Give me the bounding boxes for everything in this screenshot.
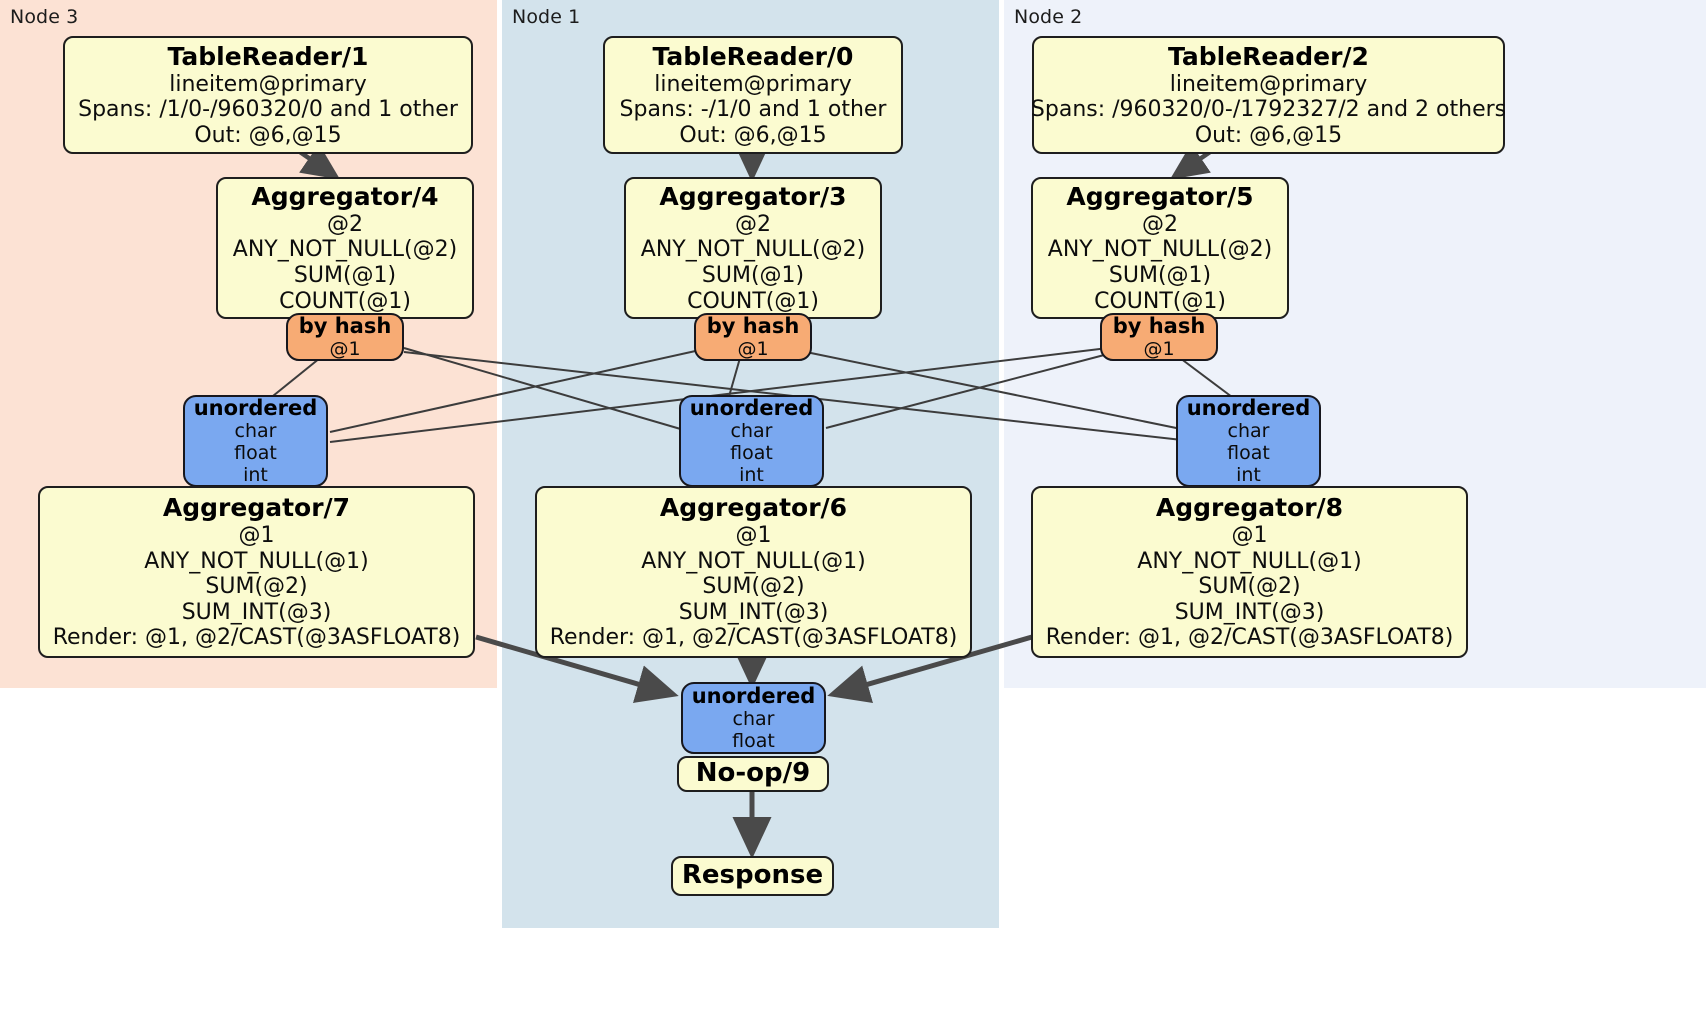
router-detail: float bbox=[732, 730, 775, 753]
processor-aggregator-5[interactable]: Aggregator/5 @2 ANY_NOT_NULL(@2) SUM(@1)… bbox=[1031, 177, 1289, 319]
processor-response[interactable]: Response bbox=[671, 856, 834, 896]
router-detail: char bbox=[730, 420, 773, 443]
processor-detail: Spans: /960320/0-/1792327/2 and 2 others bbox=[1030, 97, 1507, 123]
processor-detail-render: Render: @1, @2/CAST(@3ASFLOAT8) bbox=[549, 625, 958, 651]
processor-detail: ANY_NOT_NULL(@1) bbox=[1137, 548, 1362, 574]
processor-detail: ANY_NOT_NULL(@1) bbox=[144, 548, 369, 574]
processor-tablereader-1[interactable]: TableReader/1 lineitem@primary Spans: /1… bbox=[63, 36, 473, 154]
processor-title: TableReader/0 bbox=[652, 41, 854, 71]
processor-aggregator-3[interactable]: Aggregator/3 @2 ANY_NOT_NULL(@2) SUM(@1)… bbox=[624, 177, 882, 319]
router-unordered-middle[interactable]: unordered char float int bbox=[679, 395, 824, 487]
processor-detail: COUNT(@1) bbox=[279, 288, 411, 314]
router-title: unordered bbox=[193, 395, 318, 420]
processor-aggregator-4[interactable]: Aggregator/4 @2 ANY_NOT_NULL(@2) SUM(@1)… bbox=[216, 177, 474, 319]
processor-detail: COUNT(@1) bbox=[687, 288, 819, 314]
processor-detail: ANY_NOT_NULL(@1) bbox=[641, 548, 866, 574]
processor-detail: SUM_INT(@3) bbox=[678, 599, 829, 625]
processor-detail: lineitem@primary bbox=[169, 71, 367, 97]
router-title: by hash bbox=[298, 313, 392, 338]
router-detail: int bbox=[739, 464, 764, 487]
processor-tablereader-2[interactable]: TableReader/2 lineitem@primary Spans: /9… bbox=[1030, 36, 1507, 154]
router-detail: float bbox=[730, 442, 773, 465]
processor-noop-9[interactable]: No-op/9 bbox=[677, 756, 829, 792]
router-detail: int bbox=[243, 464, 268, 487]
processor-detail: @1 bbox=[238, 523, 275, 549]
processor-title: Aggregator/6 bbox=[659, 493, 848, 523]
processor-detail: Out: @6,@15 bbox=[679, 122, 827, 148]
processor-title: TableReader/2 bbox=[1168, 41, 1369, 71]
router-unordered-final[interactable]: unordered char float bbox=[681, 682, 826, 754]
processor-title: Aggregator/4 bbox=[251, 181, 439, 211]
router-by-hash-middle[interactable]: by hash @1 bbox=[694, 313, 812, 361]
router-unordered-left[interactable]: unordered char float int bbox=[183, 395, 328, 487]
router-by-hash-left[interactable]: by hash @1 bbox=[286, 313, 404, 361]
router-detail: @1 bbox=[329, 338, 361, 361]
processor-detail: SUM_INT(@3) bbox=[181, 599, 332, 625]
router-detail: char bbox=[1227, 420, 1270, 443]
processor-title: Aggregator/8 bbox=[1155, 493, 1344, 523]
processor-detail: @2 bbox=[327, 211, 363, 237]
router-detail: float bbox=[234, 442, 277, 465]
processor-detail: COUNT(@1) bbox=[1094, 288, 1226, 314]
node-panel-label-node2: Node 2 bbox=[1014, 6, 1083, 28]
processor-detail-render: Render: @1, @2/CAST(@3ASFLOAT8) bbox=[1045, 625, 1454, 651]
processor-detail: SUM(@1) bbox=[293, 263, 397, 288]
processor-tablereader-0[interactable]: TableReader/0 lineitem@primary Spans: -/… bbox=[603, 36, 903, 154]
processor-detail: ANY_NOT_NULL(@2) bbox=[1047, 237, 1273, 263]
router-detail: char bbox=[234, 420, 277, 443]
processor-title: Aggregator/3 bbox=[659, 181, 847, 211]
processor-detail: SUM_INT(@3) bbox=[1174, 599, 1325, 625]
router-detail: @1 bbox=[1143, 338, 1175, 361]
processor-detail: SUM(@1) bbox=[701, 263, 805, 288]
router-detail: @1 bbox=[737, 338, 769, 361]
processor-aggregator-8[interactable]: Aggregator/8 @1 ANY_NOT_NULL(@1) SUM(@2)… bbox=[1031, 486, 1468, 658]
router-title: unordered bbox=[691, 683, 816, 708]
router-title: by hash bbox=[1112, 313, 1206, 338]
node-panel-label-node3: Node 3 bbox=[10, 6, 79, 28]
router-detail: char bbox=[732, 708, 775, 731]
processor-detail: lineitem@primary bbox=[1169, 71, 1368, 97]
processor-title: Response bbox=[681, 860, 824, 891]
router-detail: float bbox=[1227, 442, 1270, 465]
router-title: by hash bbox=[706, 313, 800, 338]
node-panel-label-node1: Node 1 bbox=[512, 6, 581, 28]
processor-detail: SUM(@1) bbox=[1108, 263, 1212, 288]
processor-detail: lineitem@primary bbox=[654, 71, 852, 97]
processor-detail: SUM(@2) bbox=[1198, 574, 1301, 600]
processor-detail: @1 bbox=[735, 523, 772, 549]
processor-aggregator-6[interactable]: Aggregator/6 @1 ANY_NOT_NULL(@1) SUM(@2)… bbox=[535, 486, 972, 658]
processor-detail: ANY_NOT_NULL(@2) bbox=[232, 237, 458, 263]
processor-detail: Spans: -/1/0 and 1 other bbox=[619, 97, 887, 123]
router-title: unordered bbox=[1186, 395, 1311, 420]
processor-detail: @2 bbox=[735, 211, 771, 237]
processor-title: TableReader/1 bbox=[167, 41, 369, 71]
processor-detail: SUM(@2) bbox=[702, 574, 805, 600]
processor-aggregator-7[interactable]: Aggregator/7 @1 ANY_NOT_NULL(@1) SUM(@2)… bbox=[38, 486, 475, 658]
processor-title: No-op/9 bbox=[695, 758, 811, 789]
processor-detail: Spans: /1/0-/960320/0 and 1 other bbox=[78, 97, 458, 123]
processor-detail: Out: @6,@15 bbox=[1194, 122, 1343, 148]
router-title: unordered bbox=[689, 395, 814, 420]
processor-detail-render: Render: @1, @2/CAST(@3ASFLOAT8) bbox=[52, 625, 461, 651]
router-detail: int bbox=[1236, 464, 1261, 487]
processor-title: Aggregator/5 bbox=[1066, 181, 1254, 211]
processor-title: Aggregator/7 bbox=[162, 493, 351, 523]
router-by-hash-right[interactable]: by hash @1 bbox=[1100, 313, 1218, 361]
processor-detail: Out: @6,@15 bbox=[194, 122, 342, 148]
processor-detail: ANY_NOT_NULL(@2) bbox=[640, 237, 866, 263]
processor-detail: @1 bbox=[1231, 523, 1268, 549]
router-unordered-right[interactable]: unordered char float int bbox=[1176, 395, 1321, 487]
processor-detail: SUM(@2) bbox=[205, 574, 308, 600]
processor-detail: @2 bbox=[1142, 211, 1178, 237]
